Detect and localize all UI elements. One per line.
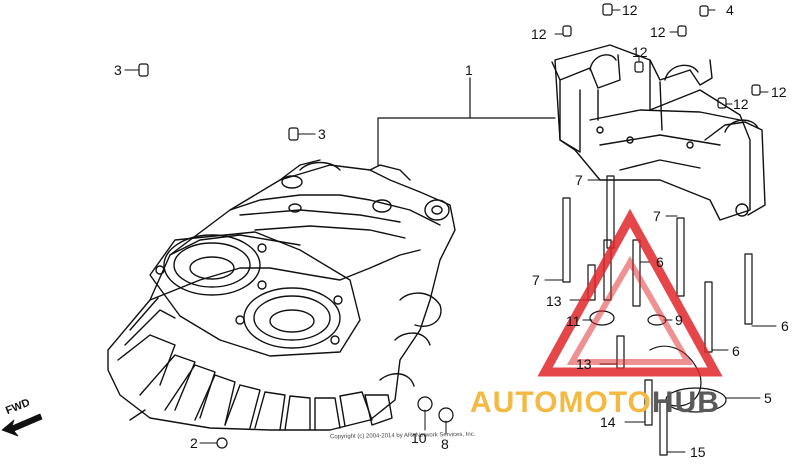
callout-6c: 6 (732, 343, 740, 359)
callout-10: 10 (411, 430, 427, 446)
combustion-chamber-right (235, 287, 343, 349)
callout-8: 8 (441, 436, 449, 452)
callout-12c: 12 (650, 24, 666, 40)
camshaft-holder (551, 44, 766, 221)
callout-2: 2 (190, 435, 198, 451)
cooling-fins (117, 297, 373, 431)
callout-12d: 12 (632, 44, 648, 60)
watermark-text: AUTOMOTOHUB (470, 387, 720, 419)
callout-1: 1 (465, 62, 473, 78)
callout-13a: 13 (546, 293, 562, 309)
small-bolts-3 (138, 63, 299, 141)
callout-7c: 7 (532, 272, 540, 288)
dowel-pins (562, 3, 761, 109)
callout-3b: 3 (318, 126, 326, 142)
fwd-arrow-icon (1, 413, 43, 437)
callout-12a: 12 (531, 26, 547, 42)
long-bolts (562, 175, 753, 353)
callout-6a: 6 (656, 254, 664, 270)
callout-11: 11 (566, 313, 581, 329)
callout-12f: 12 (771, 84, 787, 100)
callout-3a: 3 (114, 62, 122, 78)
watermark-text-part2: HUB (651, 386, 720, 419)
callout-14: 14 (600, 414, 616, 430)
watermark-logo-icon (537, 208, 723, 377)
callout-9: 9 (675, 312, 683, 328)
cylinder-head (107, 159, 456, 431)
callout-12b: 12 (622, 2, 638, 18)
callout-6b: 6 (781, 318, 789, 334)
combustion-chamber-left (155, 234, 267, 296)
leader-1 (377, 77, 556, 166)
callout-5: 5 (764, 390, 772, 406)
callout-7b: 7 (653, 208, 661, 224)
callout-4: 4 (726, 2, 734, 18)
callout-15: 15 (690, 444, 706, 460)
callout-13b: 13 (576, 356, 592, 372)
callout-12e: 12 (733, 96, 749, 112)
callout-7a: 7 (575, 172, 583, 188)
watermark-text-part1: AUTOMOTO (470, 386, 652, 419)
